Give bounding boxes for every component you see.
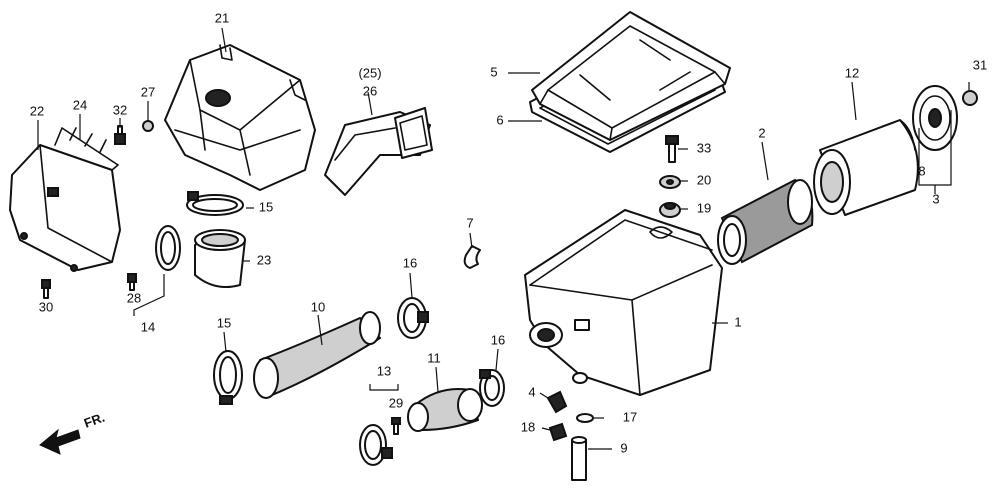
callout-9: 9 [620,440,627,455]
callout-12: 12 [845,65,859,80]
leader-lines [37,27,970,450]
callout-1: 1 [734,314,741,329]
clamp-13 [359,424,393,466]
callout-3: 3 [932,191,939,206]
callout-22: 22 [30,103,44,118]
callout-18: 18 [521,419,535,434]
callout-16-lower: 16 [491,332,505,347]
grommet-19 [659,202,681,218]
callout-25: (25) [358,65,381,80]
callout-29: 29 [389,395,403,410]
air-cleaner-case [524,209,723,396]
callout-numbers: 1 2 3 4 5 6 7 8 9 10 11 12 13 14 15 15 1… [30,10,987,455]
clip-7 [463,245,481,269]
bolt-33 [665,135,679,163]
screw-29 [391,417,401,435]
side-cover-assembly [9,127,121,272]
band-clamp-lower [213,350,243,405]
air-cleaner-lid [531,11,731,141]
callout-10: 10 [311,299,325,314]
screw-30 [41,279,51,299]
ring-17 [576,413,594,423]
front-label: FR. [82,410,107,431]
callout-23: 23 [257,252,271,267]
clip-4 [546,390,568,414]
callout-2: 2 [758,125,765,140]
callout-6: 6 [496,112,503,127]
screw-28 [127,273,137,291]
washer-27 [142,120,154,132]
callout-30: 30 [39,299,53,314]
callout-11: 11 [427,350,441,365]
callout-21: 21 [215,10,229,25]
bolt-32 [114,125,126,145]
elbow-23 [194,229,246,288]
callout-5: 5 [490,64,497,79]
washer-20 [659,175,681,189]
callout-16-upper: 16 [403,255,417,270]
clamp-16-lower [479,369,505,407]
callout-15-lower: 15 [217,315,231,330]
clamp-14 [155,225,181,271]
callout-15-upper: 15 [259,199,273,214]
callout-8: 8 [918,163,925,178]
callout-32: 32 [113,102,127,117]
filter-element [717,178,814,265]
filter-housing [813,119,919,216]
connecting-boot [407,388,483,432]
callout-17: 17 [623,409,637,424]
callout-19: 19 [697,200,711,215]
callout-27: 27 [141,84,155,99]
intake-tube [253,311,381,399]
callout-28: 28 [127,290,141,305]
upper-housing [164,44,316,191]
band-clamp-upper [186,191,244,216]
intake-duct [324,107,433,196]
clip-18 [548,422,568,442]
drain-tube [571,436,587,481]
clamp-16-upper [397,297,429,339]
callout-13: 13 [377,363,391,378]
callout-20: 20 [697,172,711,187]
callout-33: 33 [697,140,711,155]
callout-24: 24 [73,97,87,112]
front-arrow-icon [39,428,81,455]
callout-14: 14 [141,319,155,334]
callout-31: 31 [973,57,987,72]
callout-4: 4 [528,384,535,399]
callout-7: 7 [466,215,473,230]
front-direction-indicator: FR. [39,410,107,455]
callout-26: 26 [363,83,377,98]
filter-cap [912,85,978,151]
